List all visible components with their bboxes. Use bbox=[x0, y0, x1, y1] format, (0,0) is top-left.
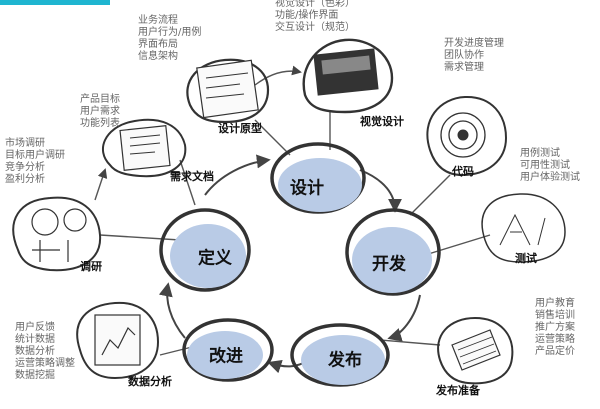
cycle-arrow-design-develop bbox=[359, 169, 402, 213]
notes-analysis: 用户反馈 统计数据 数据分析 运营策略调整 数据挖掘 bbox=[15, 322, 75, 381]
papers-icon bbox=[437, 316, 514, 385]
notes-research: 市场调研 目标用户调研 竞争分析 盈利分析 bbox=[5, 138, 65, 185]
phase-improve bbox=[182, 318, 274, 382]
phase-label-improve: 改进 bbox=[209, 346, 243, 367]
connector-define-requirements bbox=[179, 159, 196, 206]
notes-testing: 用例测试 可用性测试 用户体验测试 bbox=[520, 148, 580, 183]
notes-release-prep: 用户教育 销售培训 推广方案 运营策略 产品定价 bbox=[535, 298, 575, 357]
connector-develop-code bbox=[409, 174, 451, 216]
node-label-visual: 视觉设计 bbox=[360, 115, 404, 128]
accent-bar bbox=[0, 0, 110, 5]
phase-label-develop: 开发 bbox=[372, 254, 406, 275]
connector-define-research bbox=[99, 234, 181, 241]
node-label-release-prep: 发布准备 bbox=[436, 384, 480, 397]
testing-icon bbox=[481, 193, 566, 263]
phase-label-design: 设计 bbox=[290, 178, 324, 199]
cycle-arrow-develop-release bbox=[387, 294, 421, 342]
phase-release bbox=[290, 323, 390, 387]
target-icon bbox=[426, 95, 508, 177]
arrow-prototype-visual bbox=[254, 65, 302, 86]
phase-circles bbox=[159, 142, 441, 387]
node-label-testing: 测试 bbox=[515, 252, 537, 265]
phase-define bbox=[159, 208, 251, 292]
phase-label-define: 定义 bbox=[198, 248, 232, 269]
arrow-research-requirements bbox=[94, 168, 108, 201]
connector-develop-testing bbox=[424, 234, 491, 256]
wireframe-icon bbox=[186, 58, 270, 124]
research-icon bbox=[12, 196, 102, 272]
notes-visual: 视觉设计（色彩） 功能/操作界面 交互设计（规范） bbox=[275, 0, 355, 33]
phase-design bbox=[270, 142, 366, 214]
node-label-code: 代码 bbox=[452, 165, 474, 178]
phase-label-release: 发布 bbox=[328, 350, 362, 371]
notes-requirements: 产品目标 用户需求 功能列表 bbox=[80, 94, 120, 129]
notes-code: 开发进度管理 团队协作 需求管理 bbox=[444, 38, 504, 73]
node-label-prototype: 设计原型 bbox=[218, 122, 262, 135]
cycle-arrow-improve-define bbox=[158, 282, 186, 339]
chart-icon bbox=[76, 301, 160, 380]
screen-icon bbox=[302, 38, 394, 114]
document-icon bbox=[101, 118, 187, 178]
connectors bbox=[94, 65, 491, 356]
node-label-research: 调研 bbox=[80, 260, 102, 273]
notes-prototype: 业务流程 用户行为/用例 界面布局 信息架构 bbox=[138, 15, 202, 62]
connector-release-prep bbox=[379, 339, 441, 346]
connector-design-prototype bbox=[254, 119, 291, 156]
cycle-arrow-define-design bbox=[204, 154, 271, 196]
node-label-requirements: 需求文档 bbox=[170, 170, 214, 183]
phase-develop bbox=[345, 208, 441, 296]
node-blobs bbox=[12, 38, 566, 385]
node-label-analysis: 数据分析 bbox=[128, 375, 172, 388]
